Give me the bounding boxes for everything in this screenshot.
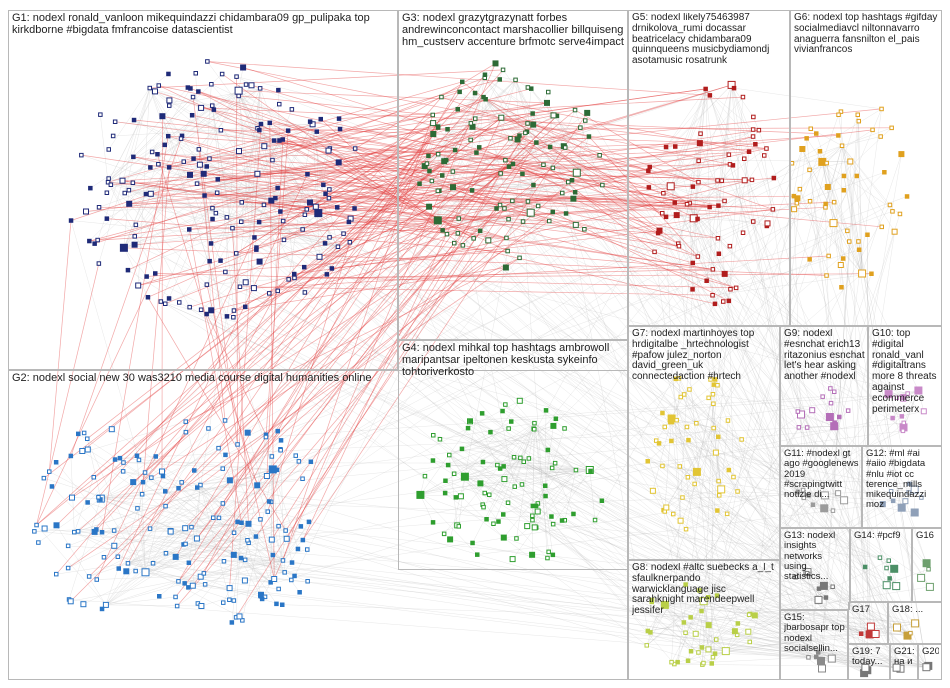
group-box-g15: G15: jbarbosapr top nodexl socialsellin.… — [780, 610, 848, 680]
group-box-g9: G9: nodexl #esnchat erich13 ritazonius e… — [780, 326, 868, 446]
group-label-g5: G5: nodexl likely75463987 drnikolova_rum… — [632, 13, 787, 67]
group-box-g6: G6: nodexl top hashtags #gifday socialme… — [790, 10, 942, 326]
group-label-g21: G21: на и — [894, 647, 915, 668]
group-label-g18: G18: ... — [892, 605, 939, 615]
group-box-g17: G17 — [848, 602, 888, 644]
group-box-g16: G16 — [912, 528, 942, 602]
group-label-g9: G9: nodexl #esnchat erich13 ritazonius e… — [784, 329, 865, 383]
group-box-g12: G12: #ml #ai #aiio #bigdata #nlu #iot cc… — [862, 446, 942, 528]
group-label-g10: G10: top #digital ronald_vanl #digitaltr… — [872, 329, 939, 415]
group-label-g16: G16 — [916, 531, 939, 541]
group-box-g5: G5: nodexl likely75463987 drnikolova_rum… — [628, 10, 790, 326]
group-label-g15: G15: jbarbosapr top nodexl socialsellin.… — [784, 613, 845, 654]
group-label-g12: G12: #ml #ai #aiio #bigdata #nlu #iot cc… — [866, 449, 939, 511]
group-box-g1: G1: nodexl ronald_vanloon mikequindazzi … — [8, 10, 398, 370]
group-box-g7: G7: nodexl martinhoyes top hrdigitalbe _… — [628, 326, 780, 560]
group-box-g3: G3: nodexl grazytgrazynatt forbes andrew… — [398, 10, 628, 340]
group-box-g19: G19: 7 today... — [848, 644, 890, 680]
group-label-g8: G8: nodexl #altc suebecks a_l_t sfaulkne… — [632, 563, 777, 617]
group-label-g7: G7: nodexl martinhoyes top hrdigitalbe _… — [632, 329, 777, 383]
group-label-g19: G19: 7 today... — [852, 647, 887, 668]
group-label-g17: G17 — [852, 605, 885, 615]
group-box-g8: G8: nodexl #altc suebecks a_l_t sfaulkne… — [628, 560, 780, 680]
group-label-g20: G20 — [922, 647, 939, 657]
group-box-g20: G20 — [918, 644, 942, 680]
group-label-g6: G6: nodexl top hashtags #gifday socialme… — [794, 13, 939, 56]
group-label-g4: G4: nodexl mihkal top hashtags ambrowoll… — [402, 343, 625, 379]
group-box-g10: G10: top #digital ronald_vanl #digitaltr… — [868, 326, 942, 446]
group-box-g21: G21: на и — [890, 644, 918, 680]
group-box-g4: G4: nodexl mihkal top hashtags ambrowoll… — [398, 340, 628, 570]
group-box-g14: G14: #pcf9 — [850, 528, 912, 602]
group-label-g3: G3: nodexl grazytgrazynatt forbes andrew… — [402, 13, 625, 49]
group-label-g13: G13: nodexl insights networks using stat… — [784, 531, 847, 582]
group-label-g1: G1: nodexl ronald_vanloon mikequindazzi … — [12, 13, 395, 37]
group-box-g11: G11: #nodexl gt ago #googlenews 2019 #sc… — [780, 446, 862, 528]
group-box-g18: G18: ... — [888, 602, 942, 644]
group-label-g14: G14: #pcf9 — [854, 531, 909, 541]
group-label-g11: G11: #nodexl gt ago #googlenews 2019 #sc… — [784, 449, 859, 500]
group-box-g13: G13: nodexl insights networks using stat… — [780, 528, 850, 610]
